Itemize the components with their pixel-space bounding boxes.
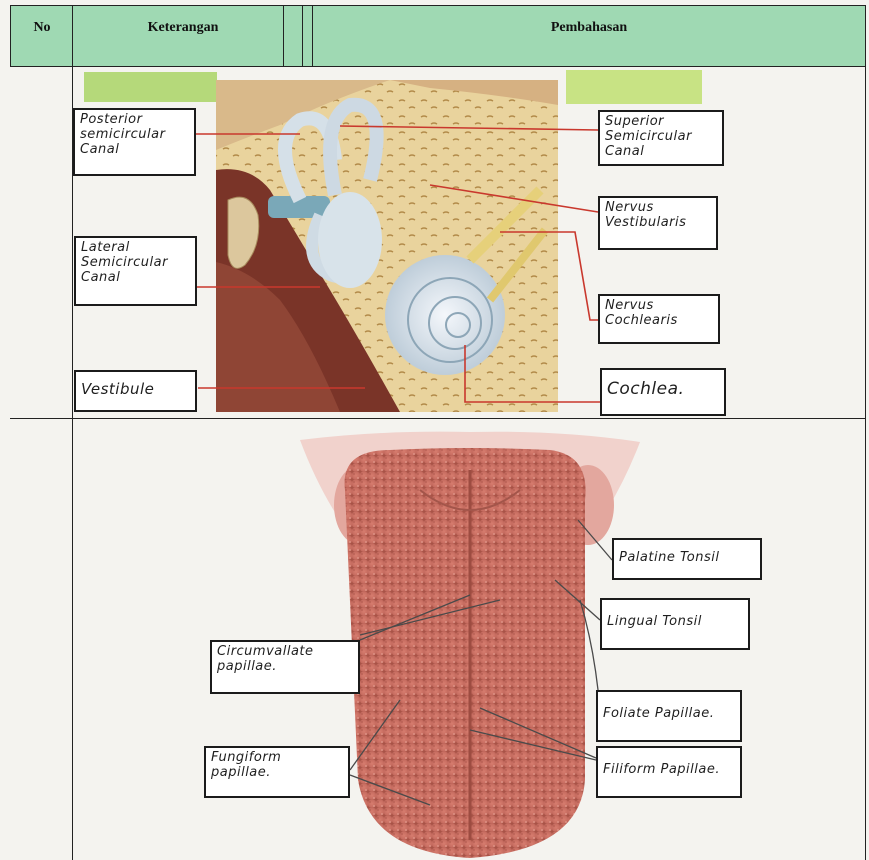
label-lingual-tonsil: Lingual Tonsil <box>600 598 750 650</box>
label-posterior-semicircular-canal: Posterior semicircular Canal <box>73 108 196 176</box>
label-nervus-cochlearis: Nervus Cochlearis <box>598 294 720 344</box>
label-cochlea: Cochlea. <box>600 368 726 416</box>
label-palatine-tonsil: Palatine Tonsil <box>612 538 762 580</box>
label-superior-semicircular-canal: Superior Semicircular Canal <box>598 110 724 166</box>
label-nervus-vestibularis: Nervus Vestibularis <box>598 196 718 250</box>
label-circumvallate-papillae: Circumvallate papillae. <box>210 640 360 694</box>
label-fungiform-papillae: Fungiform papillae. <box>204 746 350 798</box>
label-foliate-papillae: Foliate Papillae. <box>596 690 742 742</box>
label-vestibule: Vestibule <box>74 370 197 412</box>
label-lateral-semicircular-canal: Lateral Semicircular Canal <box>74 236 197 306</box>
label-filiform-papillae: Filiform Papillae. <box>596 746 742 798</box>
